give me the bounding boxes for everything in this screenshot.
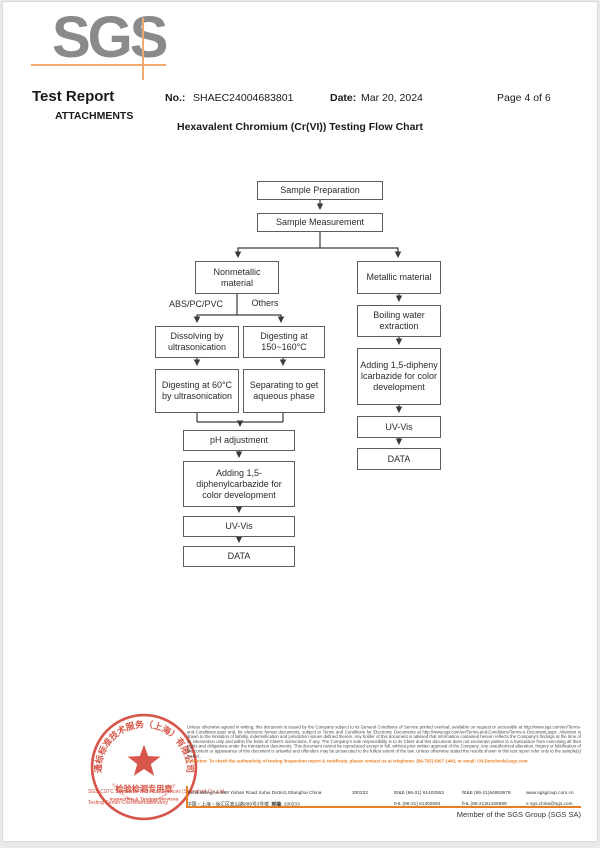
stamp-seal-subtext: Inspection & Testing Services — [110, 797, 179, 803]
address-zh: 中国・上海・徐汇区宜山路889号3号楼 邮编: 200233 — [187, 801, 300, 808]
legal-block: Unless otherwise agreed in writing, this… — [187, 725, 581, 787]
inspection-stamp-seal: 通标标准技术服务（上海）有限公司 SGS-CSTC Standards Tech… — [90, 713, 198, 821]
logo-crop-line-horizontal — [31, 64, 166, 66]
report-title: Test Report — [32, 88, 115, 105]
fax-en: fE&E (86-21)64953679 — [462, 789, 511, 796]
branch-label-abs-pc-pvc: ABS/PC/PVC — [168, 299, 224, 309]
phone-zh: tHL (86-21) 61402594 — [394, 800, 441, 807]
stamp-seal-text: 检验检测专用章 — [116, 783, 173, 793]
postal-code-en: 200233 — [352, 789, 368, 796]
node-metallic-material: Metallic material — [357, 261, 441, 294]
report-no-label: No.: — [165, 92, 186, 104]
footer-orange-rule — [186, 806, 581, 808]
legal-disclaimer-text: Unless otherwise agreed in writing, this… — [187, 724, 581, 759]
page-indicator: Page 4 of 6 — [497, 92, 551, 104]
postal-label-zh: 邮编: — [271, 801, 283, 808]
address-row-en: 3rd Building,No.889 Yishan Road Xuhui Di… — [187, 787, 581, 798]
node-data-right: DATA — [357, 448, 441, 470]
node-sample-preparation: Sample Preparation — [257, 181, 383, 200]
address-row-zh: 中国・上海・徐汇区宜山路889号3号楼 邮编: 200233 tHL (86-2… — [187, 798, 581, 809]
attachments-label: ATTACHMENTS — [55, 110, 134, 122]
node-nonmetallic-material: Nonmetallic material — [195, 261, 279, 294]
postal-code-zh: 200233 — [283, 801, 300, 808]
node-dissolving-ultrasonication: Dissolving by ultrasonication — [155, 326, 239, 358]
date-label: Date: — [330, 92, 357, 104]
logo-crop-line-vertical — [142, 18, 144, 80]
stamp-company-line1: SGS-CSTC Standards Technical Services (S… — [88, 789, 226, 795]
attention-notice-text: Attention: To check the authenticity of … — [187, 758, 528, 764]
node-digesting-150-160: Digesting at 150~160°C — [243, 326, 325, 358]
sgs-logo: SGS — [52, 5, 168, 70]
stamp-star-icon — [127, 744, 161, 776]
node-uv-vis-right: UV-Vis — [357, 416, 441, 438]
node-digesting-60-ultrasonication: Digesting at 60°C by ultrasonication — [155, 369, 239, 413]
node-uv-vis-left: UV-Vis — [183, 516, 295, 537]
date-value: Mar 20, 2024 — [361, 92, 423, 104]
address-block: 3rd Building,No.889 Yishan Road Xuhui Di… — [187, 787, 581, 807]
website-url: www.sgsgroup.com.cn — [526, 789, 574, 796]
branch-label-others: Others — [251, 298, 279, 308]
node-boiling-water-extraction: Boiling water extraction — [357, 305, 441, 337]
stamp-company-line2: Testing Center-Chemical Laboratory — [88, 800, 169, 806]
node-ph-adjustment: pH adjustment — [183, 430, 295, 451]
sgs-member-line: Member of the SGS Group (SGS SA) — [456, 810, 581, 819]
report-no-value: SHAEC24004683801 — [193, 92, 294, 104]
node-separating-aqueous-phase: Separating to get aqueous phase — [243, 369, 325, 413]
fax-zh: fHL (86-21)61156899 — [462, 800, 507, 807]
flow-chart-title: Hexavalent Chromium (Cr(VI)) Testing Flo… — [177, 121, 423, 133]
address-en: 3rd Building,No.889 Yishan Road Xuhui Di… — [187, 789, 322, 796]
phone-en: tE&E (86-21) 61402553 — [394, 789, 444, 796]
footer-orange-tick — [186, 786, 188, 808]
email-address: e sgs.china@sgs.com — [526, 800, 573, 807]
node-adding-diphenylcarbazide-left: Adding 1,5-diphenylcarbazide for color d… — [183, 461, 295, 507]
node-adding-diphenylcarbazide-right: Adding 1,5-diphenylcarbazide for color d… — [357, 348, 441, 405]
node-data-left: DATA — [183, 546, 295, 567]
node-sample-measurement: Sample Measurement — [257, 213, 383, 232]
